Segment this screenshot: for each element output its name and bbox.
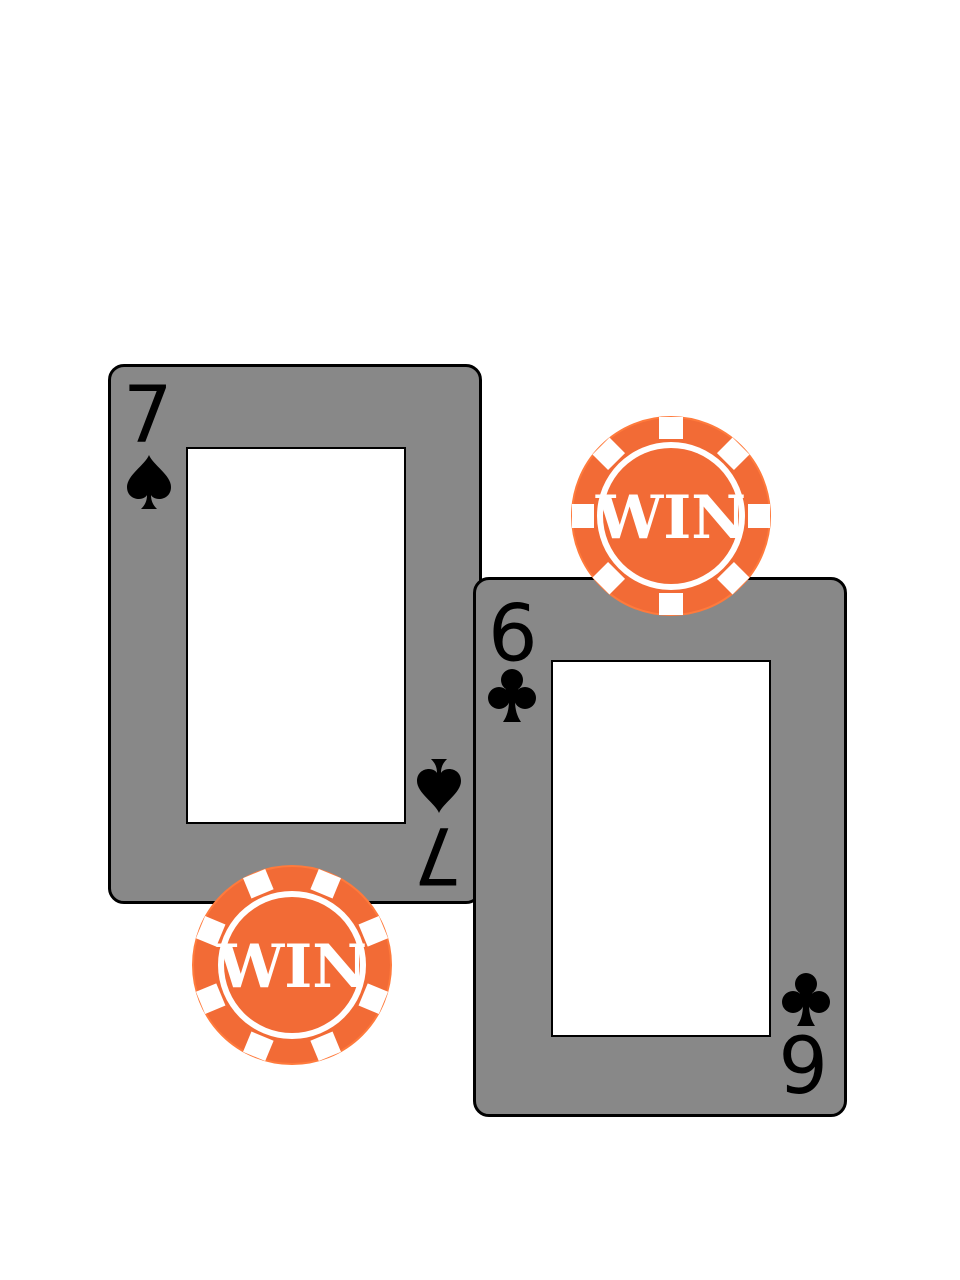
win-poker-chip[interactable]: WIN bbox=[570, 415, 772, 617]
card-rank-bottom: 7 bbox=[413, 809, 463, 899]
spade-icon bbox=[417, 759, 461, 813]
chip-label: WIN bbox=[595, 483, 746, 553]
card-rank-bottom: 9 bbox=[778, 1022, 828, 1112]
card-photo-frame[interactable] bbox=[551, 660, 771, 1037]
spade-icon bbox=[127, 455, 171, 509]
club-icon bbox=[488, 669, 536, 722]
playing-card-nine-of-clubs[interactable]: 9 9 bbox=[473, 577, 847, 1117]
win-poker-chip[interactable]: WIN bbox=[191, 864, 393, 1066]
club-icon bbox=[782, 973, 830, 1026]
card-rank-top: 7 bbox=[123, 371, 173, 461]
playing-card-seven-of-spades[interactable]: 7 7 bbox=[108, 364, 482, 904]
card-rank-top: 9 bbox=[488, 584, 538, 674]
chip-label: WIN bbox=[216, 932, 367, 1002]
card-photo-frame[interactable] bbox=[186, 447, 406, 824]
